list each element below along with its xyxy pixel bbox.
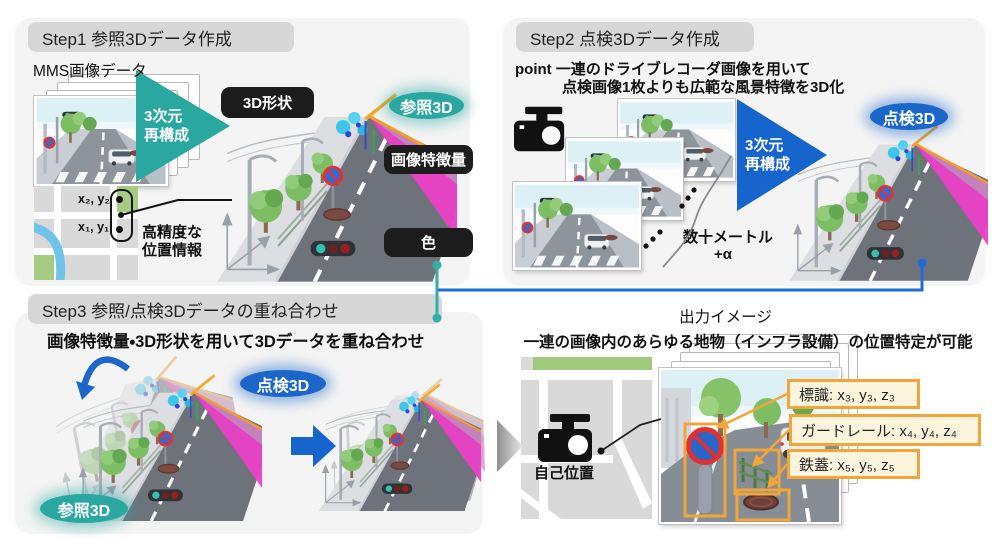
reconstruction-label-step2: 3次元 再構成 — [745, 136, 791, 174]
annotation-sign: 標識: x₃, y₃, z₃ — [787, 379, 920, 409]
annotation-guardrail: ガードレール: x₄, y₄, z₄ — [789, 414, 981, 446]
dashcam-icon — [514, 106, 566, 152]
self-position-label: 自己位置 — [534, 465, 595, 482]
output-subtitle: 一連の画像内のあらゆる地物（インフラ設備）の位置特定が可能 — [523, 334, 973, 351]
coord-dot-lower — [116, 226, 123, 233]
inspection-3d-badge-step2: 点検3D — [870, 103, 948, 130]
coord-lower-label: x₁, y₁ — [78, 220, 110, 234]
precision-note: 高精度な 位置情報 — [142, 224, 203, 259]
shape-badge: 3D形状 — [221, 87, 314, 118]
step3-title: Step3 参照/点検3Dデータの重ね合わせ — [28, 294, 442, 324]
step3-right-main-scene — [316, 372, 481, 518]
step1-title: Step1 参照3Dデータ作成 — [28, 22, 294, 52]
step2-title: Step2 点検3Dデータ作成 — [516, 22, 754, 52]
coord-dot-upper — [116, 196, 123, 203]
mms-source-label: MMS画像データ — [33, 63, 147, 80]
inspection-3d-badge-step3: 点検3D — [240, 370, 326, 397]
color-badge: 色 — [384, 228, 473, 257]
feature-badge: 画像特徴量 — [384, 145, 473, 174]
step3-subtitle: 画像特徴量・3D形状を用いて3Dデータを重ね合わせ — [47, 333, 425, 351]
step3-to-output-arrow — [497, 420, 523, 472]
self-position-dashcam-icon — [538, 414, 594, 462]
output-title: 出力イメージ — [679, 309, 772, 326]
annotation-manhole: 鉄蓋: x₅, y₅, z₅ — [787, 449, 920, 479]
point-line1: point 一連のドライブレコーダ画像を用いて — [515, 61, 811, 78]
point-line2: 点検画像1枚よりも広範な風景特徴を3D化 — [562, 79, 845, 96]
reference-3d-badge-step3: 参照3D — [40, 494, 128, 523]
reference-3d-badge-step1: 参照3D — [389, 92, 464, 119]
distance-note: 数十メートル — [683, 229, 774, 246]
reconstruction-label-step1: 3次元 再構成 — [144, 107, 190, 145]
step2-3d-scene — [786, 118, 988, 282]
drive-recorder-photo — [512, 181, 642, 271]
distance-extra: +α — [714, 246, 732, 263]
coord-upper-label: x₂, y₂ — [78, 192, 110, 206]
